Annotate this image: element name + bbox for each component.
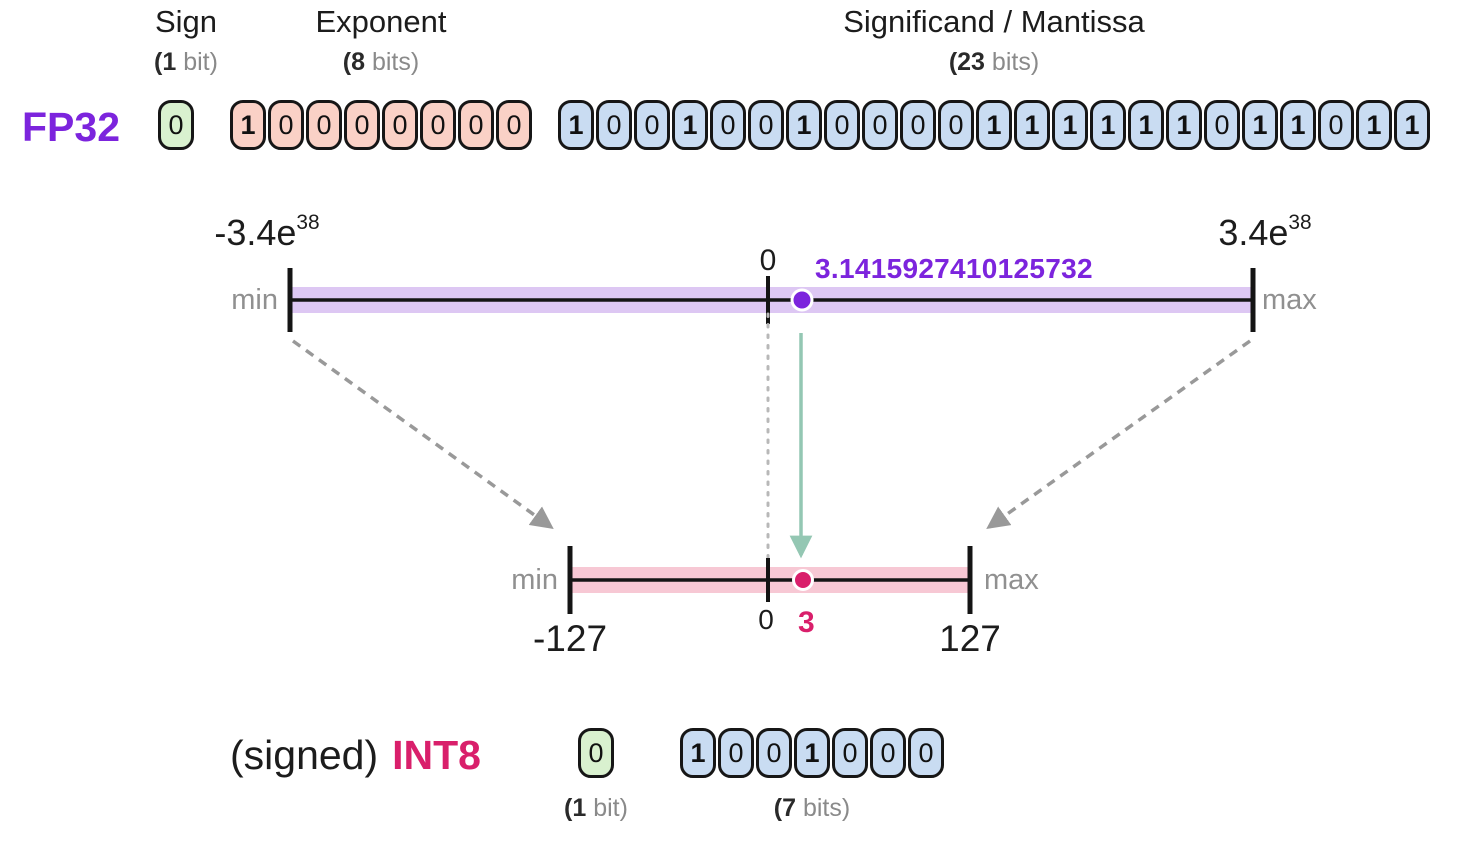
bit-box: 1 [1394,100,1430,150]
bit-box: 0 [1204,100,1240,150]
bit-box: 0 [306,100,342,150]
fp32-value-dot [790,288,814,312]
int8-sign-sub-count: 1 [572,794,587,822]
bit-box: 0 [870,728,906,778]
bit-box: 0 [748,100,784,150]
bit-box: 1 [558,100,594,150]
exponent-sub-count: 8 [351,48,366,76]
range-mapping-arrow-right [986,339,1252,529]
bit-box: 1 [672,100,708,150]
bit-box: 0 [268,100,304,150]
bit-box: 0 [578,728,614,778]
mantissa-field-sublabel: (23 bits) [744,48,1244,77]
fp32-min-base: -3.4e [214,212,297,253]
fp32-max-label: max [1262,284,1317,316]
mantissa-sub-pre: ( [948,48,958,76]
bit-box: 0 [710,100,746,150]
exponent-field-label: Exponent [315,4,447,39]
fp32-max-value: 3.4e38 [1190,210,1340,254]
int8-point-value: 3 [798,606,815,639]
int8-value-dot [792,569,814,591]
bit-box: 1 [1052,100,1088,150]
fp32-point-value: 3.1415927410125732 [815,253,1093,284]
bit-box: 1 [1014,100,1050,150]
mantissa-sub-post: bits) [984,48,1040,76]
sign-field-label: Sign [154,4,218,39]
bit-box: 0 [824,100,860,150]
int8-zero-label: 0 [758,604,774,635]
bit-box: 1 [230,100,266,150]
fp32-min-exponent: 38 [296,210,320,234]
sign-sub-count: 1 [162,48,177,76]
int8-min-value: -127 [532,618,608,659]
bit-box: 1 [1356,100,1392,150]
fp32-min-label: min [231,284,278,316]
bit-box: 0 [908,728,944,778]
bit-box: 0 [344,100,380,150]
mantissa-field-label: Significand / Mantissa [843,4,1145,39]
int8-name: INT8 [392,732,481,778]
int8-max-label: max [984,564,1039,596]
bit-box: 0 [756,728,792,778]
fp32-min-value: -3.4e38 [192,210,342,254]
int8-signed-prefix: (signed) [230,732,379,778]
fp32-max-exponent: 38 [1288,210,1312,234]
int8-bits-sub-count: 7 [782,794,797,822]
int8-format-title: (signed) INT8 [230,732,481,779]
exponent-sub-post: bits) [365,48,420,76]
bit-box: 0 [938,100,974,150]
bit-box: 0 [718,728,754,778]
int8-min-label: min [511,564,558,596]
bit-box: 1 [786,100,822,150]
bit-box: 1 [1166,100,1202,150]
bit-box: 0 [496,100,532,150]
bit-box: 1 [1090,100,1126,150]
exponent-sub-pre: ( [342,48,352,76]
fp32-range-band [290,287,1253,313]
int8-range-band [570,567,970,593]
mantissa-sub-count: 23 [957,48,985,76]
fp32-zero-label: 0 [759,244,777,277]
bit-box: 1 [1128,100,1164,150]
bit-box: 0 [420,100,456,150]
int8-sign-bits: 0 [578,728,614,778]
int8-bits-sublabel: (7 bits) [737,794,887,823]
int8-bits-sub-post: bits) [796,794,851,822]
sign-sub-post: bit) [176,48,218,76]
bit-box: 1 [976,100,1012,150]
int8-sign-sub-pre: ( [564,794,573,822]
bit-box: 0 [596,100,632,150]
bit-box: 1 [680,728,716,778]
bit-box: 1 [1242,100,1278,150]
int8-bits-sub-pre: ( [773,794,783,822]
bit-box: 0 [832,728,868,778]
bit-box: 0 [458,100,494,150]
sign-field-sublabel: (1 bit) [126,48,246,77]
exponent-field-sublabel: (8 bits) [281,48,481,77]
bit-box: 0 [158,100,194,150]
int8-sign-sublabel: (1 bit) [551,794,641,823]
int8-sign-sub-post: bit) [586,794,628,822]
bit-box: 0 [1318,100,1354,150]
bit-box: 0 [382,100,418,150]
int8-max-value: 127 [939,618,1001,659]
bit-box: 0 [634,100,670,150]
bit-box: 1 [1280,100,1316,150]
fp32-format-title: FP32 [22,104,120,150]
sign-sub-pre: ( [154,48,163,76]
fp32-max-base: 3.4e [1218,212,1289,253]
bit-box: 0 [862,100,898,150]
bit-box: 1 [794,728,830,778]
range-mapping-arrow-left [291,339,554,529]
bit-box: 0 [900,100,936,150]
fp32-sign-bits: 0 [158,100,194,150]
